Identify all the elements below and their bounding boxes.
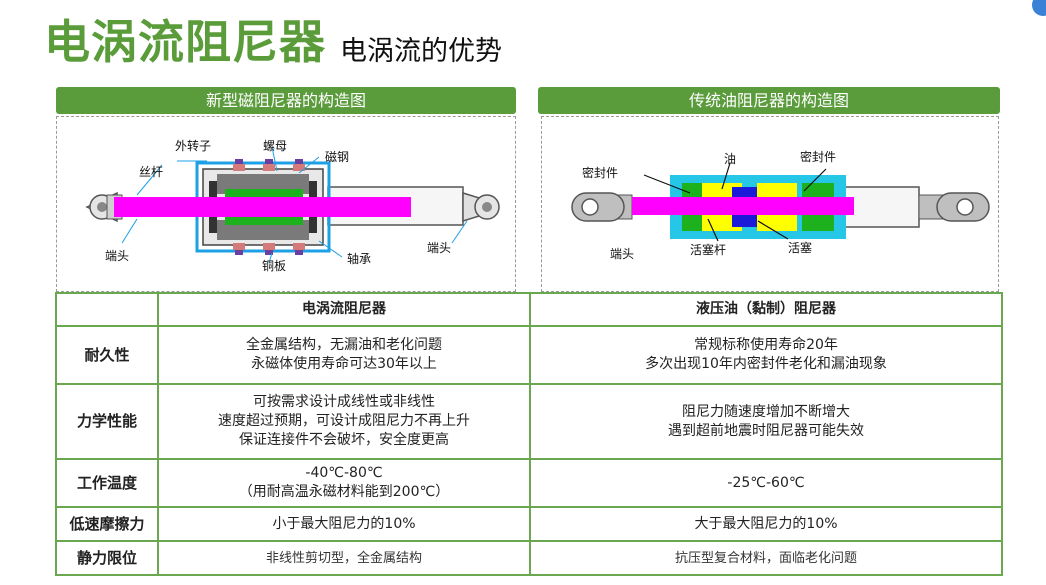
label-piston-rod: 活塞杆 xyxy=(690,243,727,257)
cell-line: 阻尼力随速度增加不断增大 xyxy=(682,403,850,420)
table-header-empty xyxy=(55,292,159,327)
mechanics-hydraulic-cell: 阻尼力随速度增加不断增大 遇到超前地震时阻尼器可能失效 xyxy=(529,383,1003,460)
label-piston: 活塞 xyxy=(788,241,813,255)
static-limit-eddy-cell: 非线性剪切型，全金属结构 xyxy=(157,540,531,576)
temperature-hydraulic-cell: -25℃-60℃ xyxy=(529,458,1003,508)
durability-hydraulic-cell: 常规标称使用寿命20年 多次出现10年内密封件老化和漏油现象 xyxy=(529,325,1003,385)
corner-indicator xyxy=(1032,0,1046,16)
cell-line: -25℃-60℃ xyxy=(727,474,805,491)
page-subtitle: 电涡流的优势 xyxy=(340,36,502,67)
row-label-friction: 低速摩擦力 xyxy=(55,506,159,542)
table-row: 工作温度 -40℃-80℃ （用耐高温永磁材料能到200℃） -25℃-60℃ xyxy=(55,458,1003,508)
row-label-mechanics: 力学性能 xyxy=(55,383,159,460)
cell-line: 保证连接件不会破坏，安全度更高 xyxy=(239,432,449,448)
page-title: 电涡流阻尼器 xyxy=(44,15,326,69)
cell-line: -40℃-80℃ xyxy=(305,465,383,481)
label-seal-right: 密封件 xyxy=(800,150,837,164)
cell-line: 可按需求设计成线性或非线性 xyxy=(253,394,435,410)
comparison-table: 电涡流阻尼器 液压油（黏制）阻尼器 耐久性 全金属结构，无漏油和老化问题 永磁体… xyxy=(55,292,1003,576)
cell-line: （用耐高温永磁材料能到200℃） xyxy=(238,484,450,500)
left-panel-heading: 新型磁阻尼器的构造图 xyxy=(56,87,516,114)
label-bearing: 轴承 xyxy=(347,252,372,266)
label-nut: 螺母 xyxy=(263,139,288,153)
table-header-eddy: 电涡流阻尼器 xyxy=(157,292,531,327)
eddy-damper-diagram: 外转子 螺母 磁钢 丝杆 端头 铜板 轴承 端头 xyxy=(56,116,516,292)
durability-eddy-cell: 全金属结构，无漏油和老化问题 永磁体使用寿命可达30年以上 xyxy=(157,325,531,385)
label-end-left: 端头 xyxy=(105,249,130,263)
label-outer-rotor: 外转子 xyxy=(175,139,212,153)
table-row: 低速摩擦力 小于最大阻尼力的10% 大于最大阻尼力的10% xyxy=(55,506,1003,542)
table-header-hydraulic: 液压油（黏制）阻尼器 xyxy=(529,292,1003,327)
cell-line: 永磁体使用寿命可达30年以上 xyxy=(251,356,437,372)
friction-hydraulic-cell: 大于最大阻尼力的10% xyxy=(529,506,1003,542)
right-panel-heading: 传统油阻尼器的构造图 xyxy=(538,87,1000,114)
row-label-static-limit: 静力限位 xyxy=(55,540,159,576)
friction-eddy-cell: 小于最大阻尼力的10% xyxy=(157,506,531,542)
static-limit-hydraulic-cell: 抗压型复合材料，面临老化问题 xyxy=(529,540,1003,576)
label-oil: 油 xyxy=(724,152,737,166)
label-end-right: 端头 xyxy=(427,241,452,255)
temperature-eddy-cell: -40℃-80℃ （用耐高温永磁材料能到200℃） xyxy=(157,458,531,508)
label-magnet-steel: 磁钢 xyxy=(325,150,350,164)
oil-damper-diagram: 油 密封件 密封件 端头 活塞杆 活塞 xyxy=(541,116,999,292)
row-label-durability: 耐久性 xyxy=(55,325,159,385)
table-row: 静力限位 非线性剪切型，全金属结构 抗压型复合材料，面临老化问题 xyxy=(55,540,1003,576)
table-row: 力学性能 可按需求设计成线性或非线性 速度超过预期，可设计成阻尼力不再上升 保证… xyxy=(55,383,1003,460)
label-end: 端头 xyxy=(610,247,635,261)
cell-line: 常规标称使用寿命20年 xyxy=(694,337,838,353)
cell-line: 多次出现10年内密封件老化和漏油现象 xyxy=(645,356,887,372)
table-row: 耐久性 全金属结构，无漏油和老化问题 永磁体使用寿命可达30年以上 常规标称使用… xyxy=(55,325,1003,385)
mechanics-eddy-cell: 可按需求设计成线性或非线性 速度超过预期，可设计成阻尼力不再上升 保证连接件不会… xyxy=(157,383,531,460)
table-header-row: 电涡流阻尼器 液压油（黏制）阻尼器 xyxy=(55,292,1003,327)
cell-line: 速度超过预期，可设计成阻尼力不再上升 xyxy=(218,413,470,429)
row-label-temperature: 工作温度 xyxy=(55,458,159,508)
cell-line: 遇到超前地震时阻尼器可能失效 xyxy=(668,422,864,439)
label-copper-plate: 铜板 xyxy=(262,259,287,273)
label-screw: 丝杆 xyxy=(139,165,164,179)
label-seal-left: 密封件 xyxy=(582,166,619,180)
cell-line: 全金属结构，无漏油和老化问题 xyxy=(246,337,442,353)
